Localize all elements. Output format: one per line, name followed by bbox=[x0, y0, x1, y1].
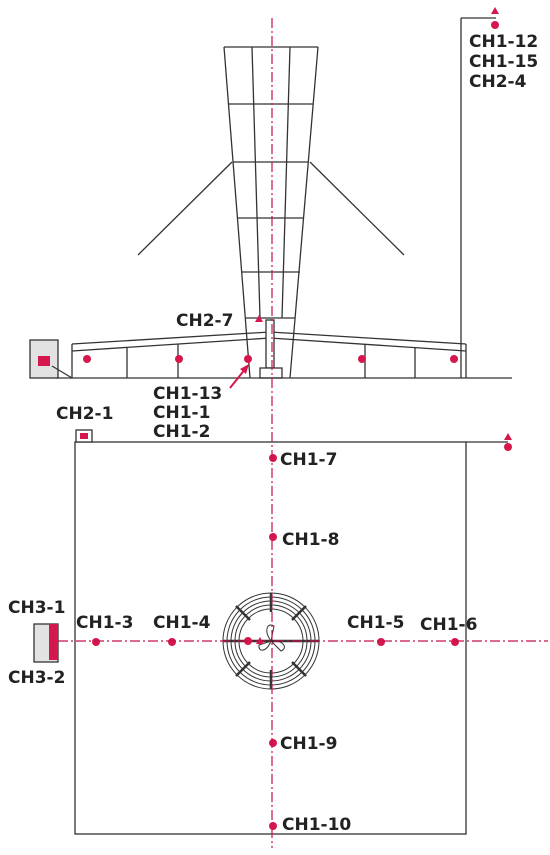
plan-sensors bbox=[49, 433, 512, 830]
ch1-9-sensor bbox=[269, 739, 277, 747]
label-ch2-7: CH2-7 bbox=[176, 311, 234, 331]
elevation-sensors bbox=[38, 7, 499, 366]
ch2-1-sensor bbox=[80, 433, 88, 439]
guy-wire-left bbox=[137, 161, 233, 256]
logger-sensor-elevation bbox=[38, 356, 50, 366]
canopy-sensor-2 bbox=[175, 355, 183, 363]
logger-cable bbox=[51, 365, 73, 379]
label-ch1-7: CH1-7 bbox=[280, 450, 338, 470]
label-ch1-9: CH1-9 bbox=[280, 734, 338, 754]
ch1-10-sensor bbox=[269, 822, 277, 830]
central-block bbox=[259, 367, 283, 379]
label-ch2-1: CH2-1 bbox=[56, 404, 114, 424]
label-ch1-10: CH1-10 bbox=[282, 815, 352, 835]
label-ch3-2: CH3-2 bbox=[8, 668, 66, 688]
center-axes bbox=[58, 18, 548, 848]
label-ch1-5: CH1-5 bbox=[347, 613, 405, 633]
label-ch1-6: CH1-6 bbox=[420, 615, 478, 635]
pole-top-triangle bbox=[491, 7, 499, 14]
label-ch2-4: CH2-4 bbox=[469, 72, 527, 92]
ch1-6-sensor bbox=[451, 638, 459, 646]
label-ch1-2: CH1-2 bbox=[153, 422, 211, 442]
label-ch1-1: CH1-1 bbox=[153, 403, 211, 423]
label-ch1-13: CH1-13 bbox=[153, 384, 223, 404]
canopy-sensor-3 bbox=[244, 355, 252, 363]
right-pole bbox=[460, 17, 496, 378]
elevation-view bbox=[29, 17, 512, 379]
plan-right-triangle bbox=[504, 433, 512, 440]
ch2-7-triangle bbox=[255, 315, 263, 322]
label-ch1-15: CH1-15 bbox=[469, 52, 539, 72]
tower-frame bbox=[223, 46, 319, 379]
canopy-sensor-1 bbox=[83, 355, 91, 363]
ch1-4-sensor bbox=[168, 638, 176, 646]
ch1-8-sensor bbox=[269, 533, 277, 541]
label-ch1-4: CH1-4 bbox=[153, 613, 211, 633]
plot-boundary bbox=[74, 441, 467, 835]
canopy-sensor-4 bbox=[358, 355, 366, 363]
ch1-5-sensor bbox=[377, 638, 385, 646]
ch1-3-sensor bbox=[92, 638, 100, 646]
guy-wire-right bbox=[309, 161, 405, 256]
plan-right-sensor bbox=[504, 443, 512, 451]
label-ch3-1: CH3-1 bbox=[8, 598, 66, 618]
label-ch1-8: CH1-8 bbox=[282, 530, 340, 550]
label-ch1-3: CH1-3 bbox=[76, 613, 134, 633]
ch1-7-sensor bbox=[269, 454, 277, 462]
label-ch1-12: CH1-12 bbox=[469, 32, 539, 52]
ch3-sensor bbox=[49, 624, 58, 660]
canopy-sensor-5 bbox=[450, 355, 458, 363]
ch1-13-pointer bbox=[229, 364, 249, 389]
pole-top-sensor bbox=[491, 21, 499, 29]
center-sensor bbox=[244, 637, 252, 645]
central-mast bbox=[265, 319, 275, 369]
